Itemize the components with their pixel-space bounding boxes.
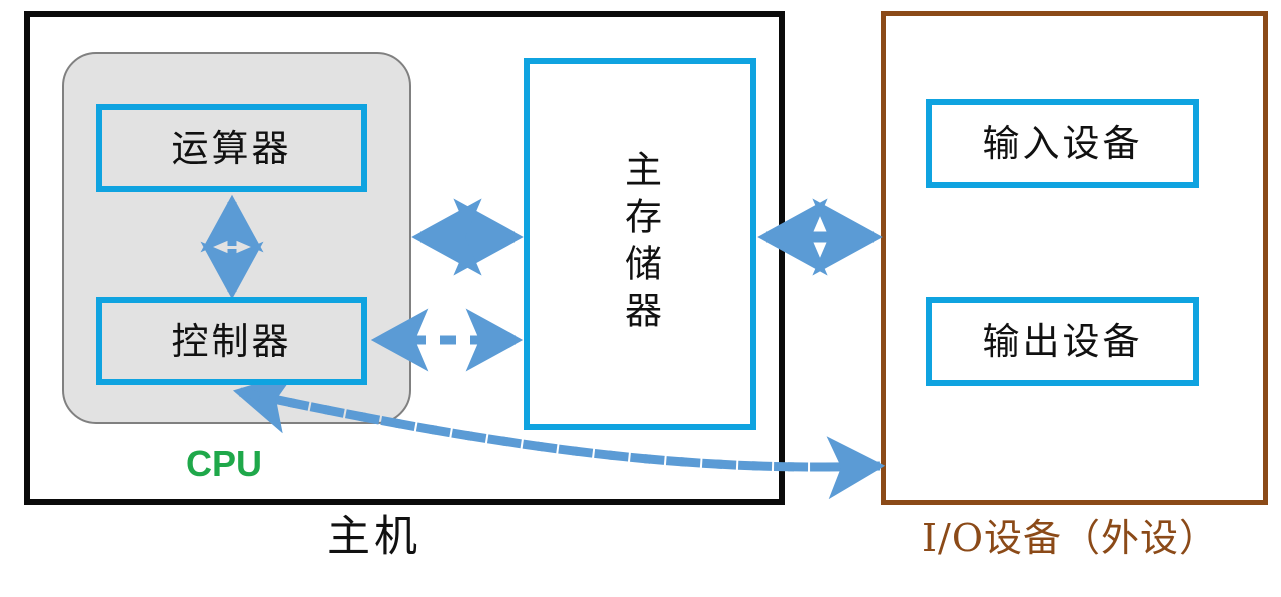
component-main-memory-label: 主存储器 (618, 150, 662, 338)
component-controller[interactable]: 控制器 (96, 297, 367, 385)
component-alu[interactable]: 运算器 (96, 104, 367, 192)
component-alu-label: 运算器 (171, 126, 292, 170)
component-output-device-label: 输出设备 (982, 320, 1143, 363)
component-input-device-label: 输入设备 (982, 122, 1143, 165)
component-controller-label: 控制器 (171, 319, 292, 363)
cpu-caption: CPU (186, 443, 263, 484)
component-input-device[interactable]: 输入设备 (926, 99, 1199, 188)
connector-io-controller (232, 371, 886, 500)
host-caption: 主机 (327, 512, 421, 562)
component-main-memory[interactable]: 主存储器 (524, 58, 756, 430)
io-devices-caption: I/O设备（外设） (922, 516, 1218, 560)
io-devices-container (881, 11, 1268, 505)
component-output-device[interactable]: 输出设备 (926, 297, 1199, 386)
